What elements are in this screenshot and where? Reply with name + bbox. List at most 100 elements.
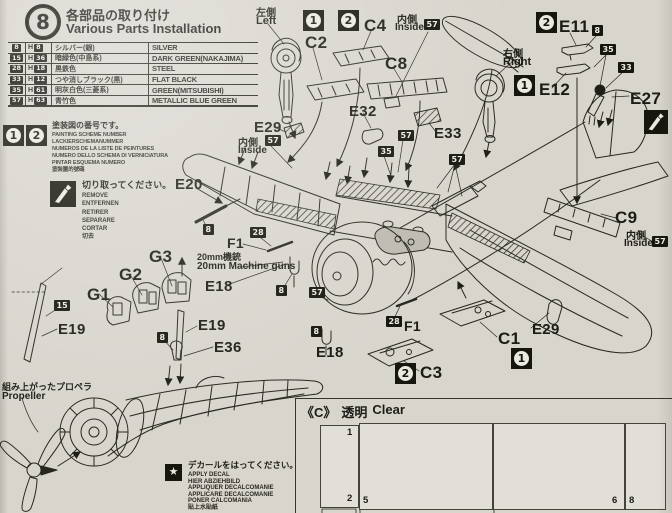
color-name-ja: つや消しブラック(黒) [52,74,149,85]
color-ref-35: 35 [600,44,617,55]
paint-code-number: 61 [34,85,48,95]
part-label-e19-blade: E19 [58,321,86,338]
part-label-c3: C3 [420,363,443,382]
step-number-circle: 8 [25,4,61,40]
page-title-en: Various Parts Installation [66,21,222,36]
paint-code-prefix: H [28,54,34,62]
scheme-2-marker: 2 [395,363,416,384]
cockpit-floor-parts-drawing [367,299,506,367]
clear-panel-4 [625,423,666,510]
part-label-c1: C1 [498,329,521,348]
color-ref-57: 57 [652,236,669,247]
part-label-g1: G1 [87,285,111,304]
color-ref-35: 35 [378,146,395,157]
color-ref-8: 8 [276,285,287,296]
part-label-e29-bottom: E29 [532,321,560,338]
part-label-e12: E12 [539,80,571,99]
paint-code-prefix: H [28,76,34,84]
note-guns-en: 20mm Machine guns [197,261,296,272]
paint-code-number: 18 [34,64,48,73]
part-label-c8: C8 [385,54,408,73]
part-label-e33: E33 [434,125,462,142]
propeller-blade-part-drawing [11,282,47,363]
color-ref-8: 8 [203,224,214,235]
part-label-e20: E20 [175,176,203,193]
paint-code-prefix: H [28,44,34,52]
note-right-en: Right [503,56,532,68]
part-label-e36: E36 [214,339,242,356]
note-guns-ja: 20mm機銃 [197,252,242,262]
part-label-e27: E27 [630,89,662,108]
left-landing-gear-drawing [270,37,302,124]
part-label-c9: C9 [615,208,638,227]
apply-decal-legend: デカールをはってください。 APPLY DECAL HIER ABZIEHBIL… [188,460,298,511]
panel-number: 5 [363,495,369,506]
color-name-ja: シルバー(銀) [52,43,149,53]
exhaust-parts-drawing [106,272,192,361]
color-ref-57: 57 [449,154,466,165]
paint-code-prefix: H [28,86,34,94]
scheme-symbol-1: 1 [3,125,24,146]
color-name-ja: 明灰白色(三菱系) [52,85,149,95]
part-label-f1-left: F1 [227,235,244,251]
part-label-f1-bottom: F1 [404,318,421,334]
part-label-e29-top: E29 [254,119,282,136]
color-name-en: SILVER [152,43,178,53]
color-ref-28: 28 [250,227,267,238]
paint-code-prefix: H [28,65,34,73]
scheme-symbol-2: 2 [26,125,47,146]
scheme-1-marker: 1 [514,75,535,96]
color-name-en: FLAT BLACK [152,75,197,85]
paint-code-number: 63 [34,96,48,105]
color-ref-8: 8 [311,326,322,337]
color-ref-badge: 35 [9,85,24,95]
color-name-en: GREEN(MITSUBISHI) [152,85,224,95]
part-label-c4: C4 [364,16,387,35]
note-right-ja: 右側 [503,49,523,60]
part-label-e19-right: E19 [198,317,226,334]
note-inside-ja: 内側 [397,15,417,26]
part-label-c2: C2 [305,33,328,52]
color-ref-badge: 28 [9,64,24,73]
scheme-2-marker: 2 [338,10,359,31]
table-bottom-rule [8,105,258,106]
part-label-g3: G3 [149,247,173,266]
scheme-1-marker: 1 [511,348,532,369]
color-name-ja: 青竹色 [52,95,149,106]
clear-panel-3 [493,423,625,510]
right-wing-drawing [445,203,653,354]
clear-panel-1 [320,425,359,508]
part-label-e32: E32 [349,103,377,120]
part-label-e18-left: E18 [205,278,233,295]
note-inside-en: Inside [395,22,424,33]
note-left-ja: 左側 [256,8,276,19]
note-inside-en: Inside [624,238,653,249]
note-propeller-ja: 組み上がったプロペラ [2,382,93,392]
scheme-2-marker: 2 [536,12,557,33]
panel-number: 8 [629,495,635,506]
color-ref-57: 57 [309,287,326,298]
note-left-en: Left [256,15,277,27]
clear-panel-2 [359,423,493,510]
color-ref-57: 57 [398,130,415,141]
color-ref-8: 8 [592,25,603,36]
color-ref-badge: 15 [9,53,24,63]
part-label-g2: G2 [119,265,143,284]
color-ref-33: 33 [618,62,635,73]
panel-number: 1 [347,427,353,438]
color-ref-badge: 57 [9,96,24,105]
scheme-1-marker: 1 [303,10,324,31]
flap-parts-drawing [306,45,448,109]
page-title-ja: 各部品の取り付け [66,8,171,23]
panel-number: 6 [612,495,618,506]
color-ref-15: 15 [54,300,71,311]
color-name-en: DARK GREEN(NAKAJIMA) [152,53,243,63]
note-inside-ja: 内側 [626,231,646,242]
painting-scheme-legend: 塗装図の番号です。 PAINTING SCHEME NUMBER LACKIER… [52,121,168,173]
paint-code-prefix: H [28,97,34,105]
